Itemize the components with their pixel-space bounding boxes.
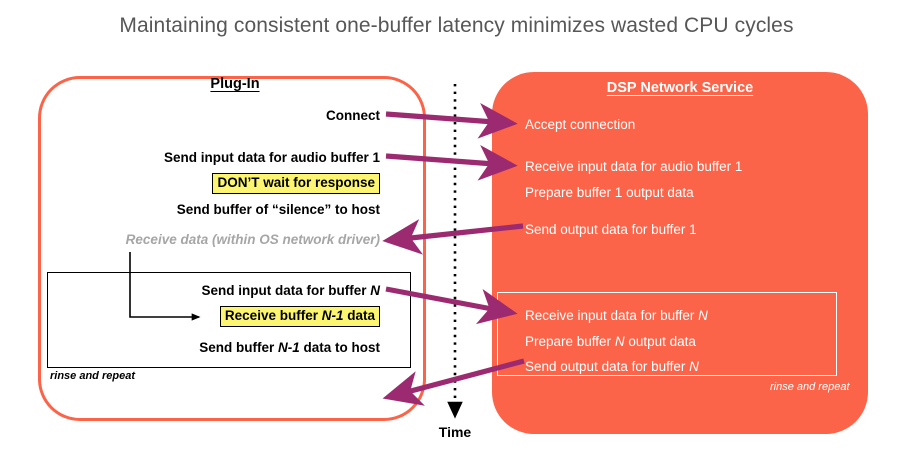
dsp-rinse-and-repeat: rinse and repeat bbox=[770, 381, 850, 393]
plugin-row-receive-n-1: Receive buffer N-1 data bbox=[219, 306, 380, 327]
plugin-row-send-input-n-text: Send input data for buffer N bbox=[201, 283, 381, 298]
dsp-service-panel: DSP Network Service bbox=[492, 72, 868, 434]
plugin-panel-title: Plug-In bbox=[210, 76, 260, 92]
plugin-row-send-input-n: Send input data for buffer N bbox=[202, 283, 381, 298]
plugin-rinse-and-repeat: rinse and repeat bbox=[50, 370, 135, 382]
dsp-row-accept-connection: Accept connection bbox=[525, 117, 636, 132]
dsp-loop-box bbox=[497, 292, 837, 376]
dsp-row-receive-input-n: Receive input data for buffer N bbox=[525, 308, 708, 323]
page-title: Maintaining consistent one-buffer latenc… bbox=[119, 14, 794, 37]
plugin-panel: Plug-In bbox=[38, 76, 426, 421]
plugin-row-send-input-1: Send input data for audio buffer 1 bbox=[164, 150, 380, 165]
plugin-row-receive-os-driver: Receive data (within OS network driver) bbox=[125, 232, 380, 247]
plugin-row-dont-wait-wrap: DON’T wait for response bbox=[212, 173, 380, 194]
plugin-row-receive-n-1-wrap: Receive buffer N-1 data bbox=[219, 306, 380, 327]
plugin-row-dont-wait: DON’T wait for response bbox=[212, 173, 380, 194]
plugin-row-send-silence: Send buffer of “silence” to host bbox=[176, 202, 380, 217]
dsp-row-send-output-1: Send output data for buffer 1 bbox=[525, 222, 697, 237]
dsp-service-panel-title: DSP Network Service bbox=[606, 80, 754, 96]
dsp-row-receive-input-1: Receive input data for audio buffer 1 bbox=[525, 159, 743, 174]
dsp-row-send-output-n: Send output data for buffer N bbox=[525, 359, 699, 374]
plugin-row-connect: Connect bbox=[326, 108, 380, 123]
plugin-row-send-n-1-host: Send buffer N-1 data to host bbox=[199, 340, 380, 355]
time-axis-label: Time bbox=[438, 424, 472, 440]
dsp-row-prepare-1: Prepare buffer 1 output data bbox=[525, 185, 694, 200]
dsp-row-prepare-n: Prepare buffer N output data bbox=[525, 334, 696, 349]
plugin-loop-box bbox=[47, 272, 411, 368]
